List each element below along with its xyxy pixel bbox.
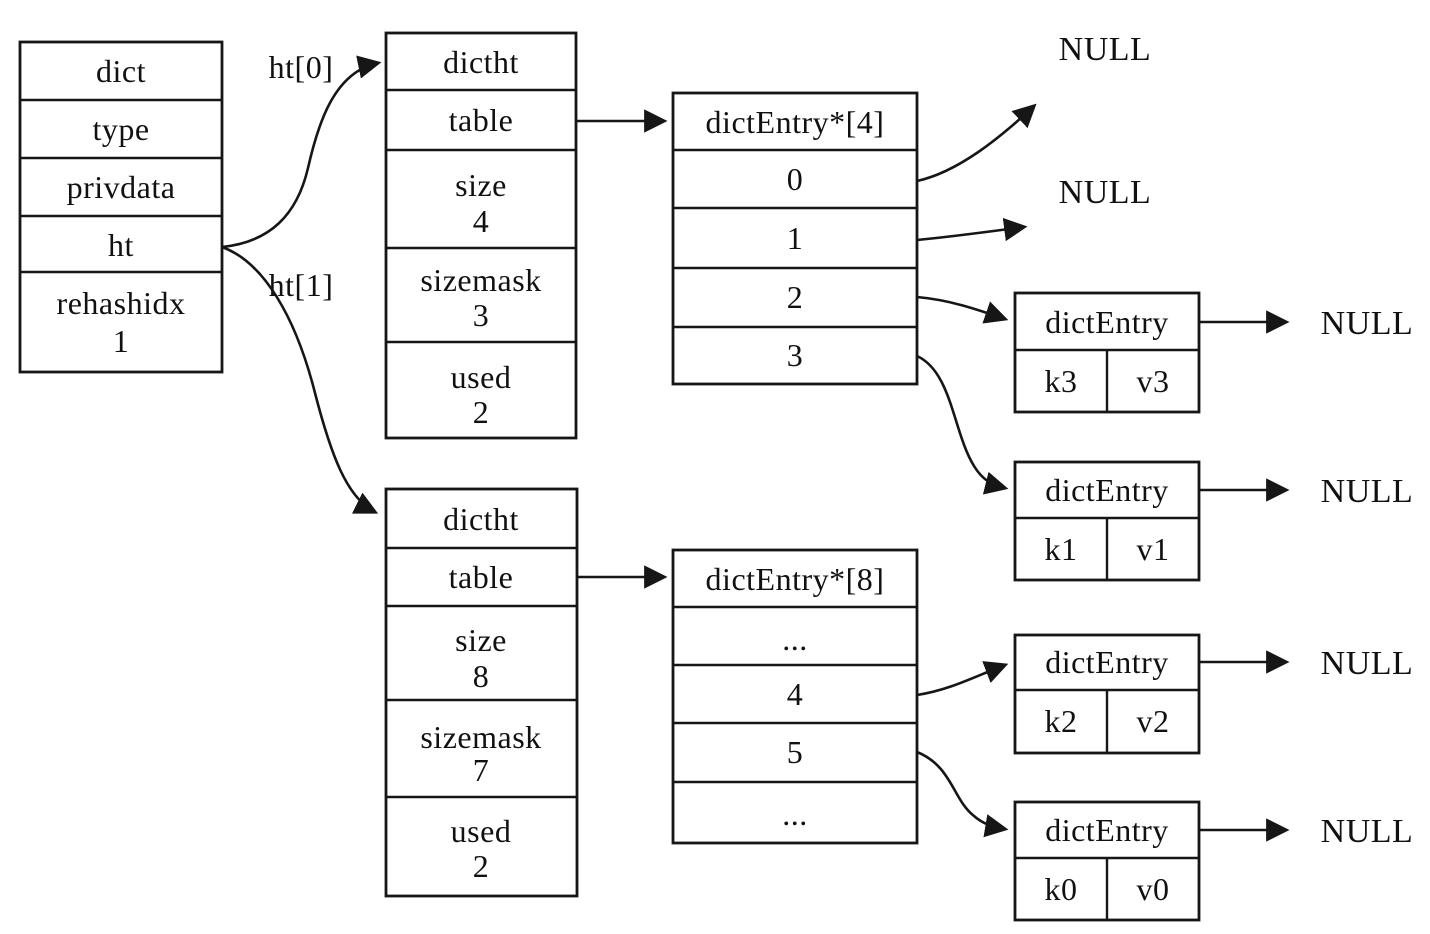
- dictht0-sizemask-value: 3: [473, 297, 490, 333]
- bucket-slot-0: 0: [787, 161, 804, 197]
- bucket-array-4-border: [671, 91, 919, 386]
- null-label-k3: NULL: [1321, 305, 1414, 342]
- dictht1-size-label: size: [455, 622, 507, 658]
- dict-entry-k3-key: k3: [1045, 363, 1078, 399]
- dictht0-sizemask-label: sizemask: [420, 262, 541, 298]
- dict-entry-k3-value: v3: [1137, 363, 1170, 399]
- arrow-slot4-to-entry-k2: [916, 661, 1009, 697]
- dict-entry-k2-value: v2: [1137, 703, 1170, 739]
- dict-field-ht: ht: [108, 227, 134, 263]
- bucket-array-4-title: dictEntry*[4]: [706, 104, 885, 140]
- bucket-slot-1: 1: [787, 220, 804, 256]
- bucket-slot-5: 5: [787, 734, 804, 770]
- arrow-slot0-to-null: [916, 103, 1037, 183]
- bucket-slot-3: 3: [787, 337, 804, 373]
- arrow-slot5-to-entry-k0: [916, 750, 1009, 838]
- dictht0-used-value: 2: [473, 394, 490, 430]
- dictht0-struct: dictht table size 4 sizemask 3 used 2: [384, 31, 578, 440]
- dict-entry-k0-value: v0: [1137, 871, 1170, 907]
- arrow-slot2-to-entry-k3: [916, 295, 1009, 324]
- null-label-slot0: NULL: [1059, 31, 1152, 68]
- dictht1-table-label: table: [449, 559, 514, 595]
- arrow-ht1-pointer: [221, 245, 379, 514]
- dict-struct: dict type privdata ht rehashidx 1: [18, 40, 224, 374]
- null-label-k1: NULL: [1321, 473, 1414, 510]
- dict-entry-k2-title: dictEntry: [1045, 644, 1169, 680]
- ht1-pointer-label: ht[1]: [269, 267, 334, 303]
- dictht0-size-value: 4: [473, 203, 490, 239]
- null-label-k2: NULL: [1321, 645, 1414, 682]
- arrow-slot3-to-entry-k1: [916, 354, 1009, 495]
- bucket-slot-ellipsis-top: ...: [782, 621, 808, 657]
- dictht1-sizemask-label: sizemask: [420, 719, 541, 755]
- dictht0-size-label: size: [455, 167, 507, 203]
- dict-entry-k1-value: v1: [1137, 531, 1170, 567]
- dictht0-table-label: table: [449, 102, 514, 138]
- bucket-array-8-border: [671, 548, 919, 845]
- bucket-array-8-title: dictEntry*[8]: [706, 561, 885, 597]
- arrow-slot1-to-null: [916, 217, 1028, 242]
- dict-entry-k3-title: dictEntry: [1045, 304, 1169, 340]
- dict-struct-border: [18, 40, 224, 374]
- dictht1-title: dictht: [443, 501, 519, 537]
- dict-field-rehashidx-value: 1: [113, 323, 130, 359]
- dict-entry-k0-key: k0: [1045, 871, 1078, 907]
- dict-entry-k2: dictEntry k2 v2: [1013, 633, 1201, 755]
- dict-entry-k3: dictEntry k3 v3: [1013, 291, 1201, 414]
- bucket-slot-4: 4: [787, 676, 804, 712]
- dictht1-sizemask-value: 7: [473, 752, 490, 788]
- bucket-slot-ellipsis-bottom: ...: [782, 796, 808, 832]
- null-label-slot1: NULL: [1059, 174, 1152, 211]
- bucket-array-4: dictEntry*[4] 0 1 2 3: [671, 91, 919, 386]
- dict-entry-k1: dictEntry k1 v1: [1013, 460, 1201, 582]
- dictht0-used-label: used: [451, 359, 512, 395]
- dict-entry-k1-key: k1: [1045, 531, 1078, 567]
- dictht0-border: [384, 31, 578, 440]
- dict-field-rehashidx-label: rehashidx: [57, 285, 186, 321]
- dict-entry-k2-key: k2: [1045, 703, 1078, 739]
- arrow-ht0-pointer: [221, 55, 382, 249]
- dictht0-title: dictht: [443, 44, 519, 80]
- dictht1-border: [384, 487, 579, 898]
- dictht1-used-value: 2: [473, 848, 490, 884]
- dictht1-size-value: 8: [473, 658, 490, 694]
- dictht1-used-label: used: [451, 813, 512, 849]
- bucket-slot-2: 2: [787, 279, 804, 315]
- dict-entry-k0: dictEntry k0 v0: [1013, 800, 1201, 922]
- dict-field-type: type: [92, 111, 149, 147]
- bucket-array-8: dictEntry*[8] ... 4 5 ...: [671, 548, 919, 845]
- ht0-pointer-label: ht[0]: [269, 49, 334, 85]
- dict-entry-k1-title: dictEntry: [1045, 472, 1169, 508]
- dict-field-privdata: privdata: [67, 169, 176, 205]
- dict-entry-k0-title: dictEntry: [1045, 812, 1169, 848]
- dictht1-struct: dictht table size 8 sizemask 7 used 2: [384, 487, 579, 898]
- dict-title: dict: [96, 53, 146, 89]
- null-label-k0: NULL: [1321, 813, 1414, 850]
